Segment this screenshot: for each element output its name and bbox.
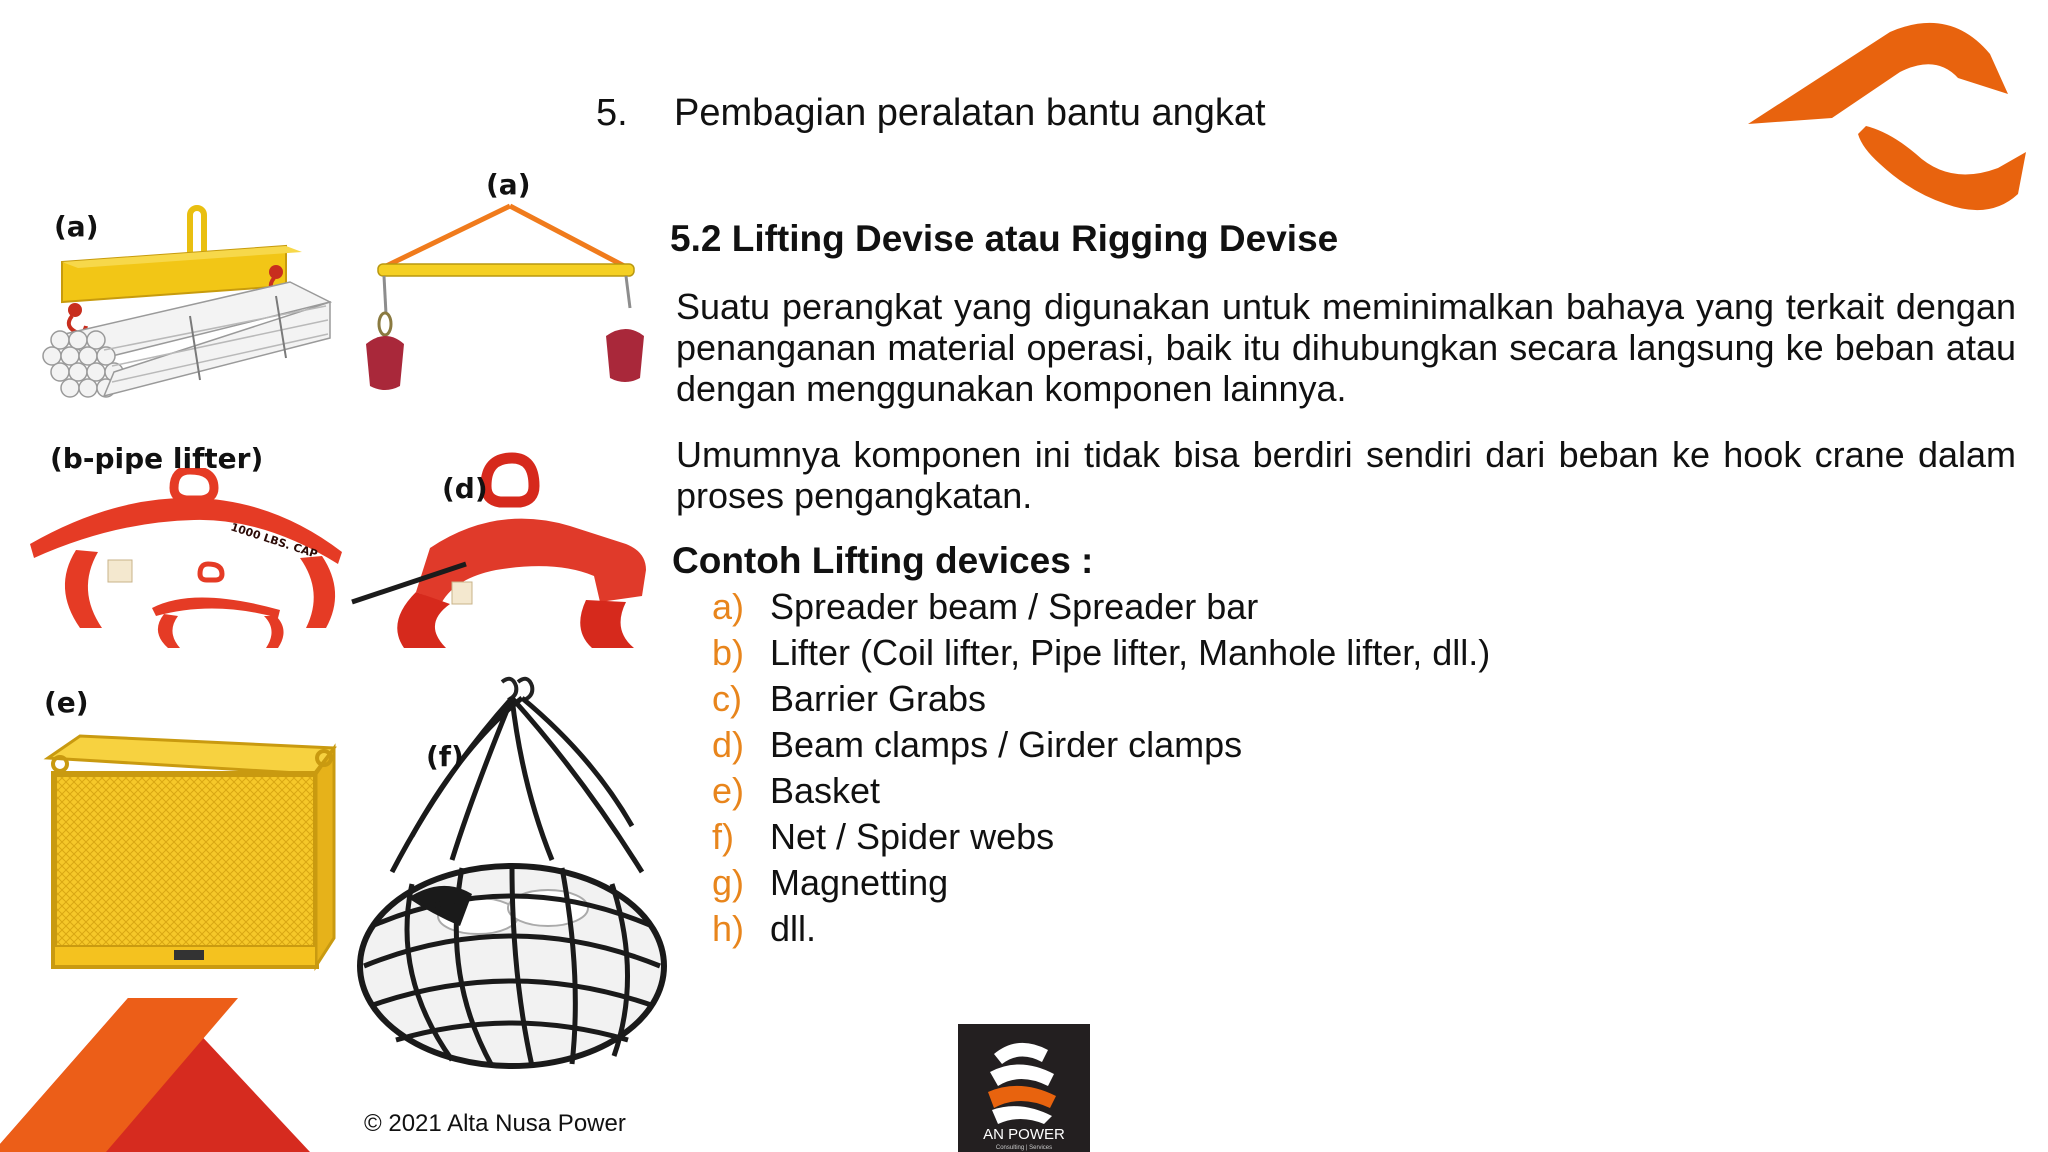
examples-list: a) Spreader beam / Spreader bar b) Lifter … [712, 584, 1490, 952]
list-item: h) dll. [712, 906, 1490, 952]
list-marker: a) [712, 586, 745, 627]
spreader-bar-image [366, 203, 644, 390]
list-item-text: Barrier Grabs [770, 678, 987, 719]
basket-label: (e) [44, 686, 89, 719]
spreader-beam-image [42, 205, 333, 398]
list-item: c) Barrier Grabs [712, 676, 1490, 722]
list-marker: h) [712, 908, 745, 949]
slide-title: Pembagian peralatan bantu angkat [674, 92, 1266, 134]
list-item-text: Beam clamps / Girder clamps [770, 724, 1243, 765]
spreader-beam-label: (a) [54, 210, 99, 243]
list-item: g) Magnetting [712, 860, 1490, 906]
definition-paragraph: Suatu perangkat yang digunakan untuk mem… [676, 286, 2016, 409]
an-power-logo: AN POWER Consulting | Services [958, 1024, 1090, 1152]
cargo-net-label: (f) [426, 740, 464, 773]
list-marker: f) [712, 816, 734, 857]
logo-tagline: Consulting | Services [996, 1145, 1052, 1151]
list-item: a) Spreader beam / Spreader bar [712, 584, 1490, 630]
list-item: e) Basket [712, 768, 1490, 814]
list-item-text: dll. [770, 908, 817, 949]
section-number: 5. [596, 92, 628, 134]
beam-clamp-image [351, 452, 646, 648]
list-item-text: Lifter (Coil lifter, Pipe lifter, Manhol… [770, 632, 1491, 673]
usage-paragraph: Umumnya komponen ini tidak bisa berdiri … [676, 434, 2016, 516]
pipe-lifter-image: 1000 LBS. CAP [30, 468, 342, 648]
basket-image [43, 734, 337, 972]
examples-heading: Contoh Lifting devices : [672, 540, 1094, 581]
list-item: d) Beam clamps / Girder clamps [712, 722, 1490, 768]
list-item-text: Magnetting [770, 862, 949, 903]
list-item-text: Net / Spider webs [770, 816, 1055, 857]
copyright-text: © 2021 Alta Nusa Power [364, 1110, 626, 1137]
list-item-text: Spreader beam / Spreader bar [770, 586, 1259, 627]
cargo-net-image [357, 676, 667, 1069]
pipe-lifter-label: (b-pipe lifter) [50, 442, 264, 475]
list-marker: c) [712, 678, 742, 719]
spreader-bar-label: (a) [486, 168, 531, 201]
logo-text: AN POWER [983, 1126, 1065, 1143]
list-marker: b) [712, 632, 745, 673]
list-marker: g) [712, 862, 745, 903]
list-item: f) Net / Spider webs [712, 814, 1490, 860]
beam-clamp-label: (d) [442, 472, 488, 505]
list-item: b) Lifter (Coil lifter, Pipe lifter, Manh… [712, 630, 1490, 676]
brand-logo-icon [1748, 22, 2026, 211]
list-marker: e) [712, 770, 745, 811]
list-marker: d) [712, 724, 745, 765]
decorative-chevron-shape [0, 998, 310, 1152]
list-item-text: Basket [770, 770, 881, 811]
section-subtitle: 5.2 Lifting Devise atau Rigging Devise [670, 218, 1339, 259]
